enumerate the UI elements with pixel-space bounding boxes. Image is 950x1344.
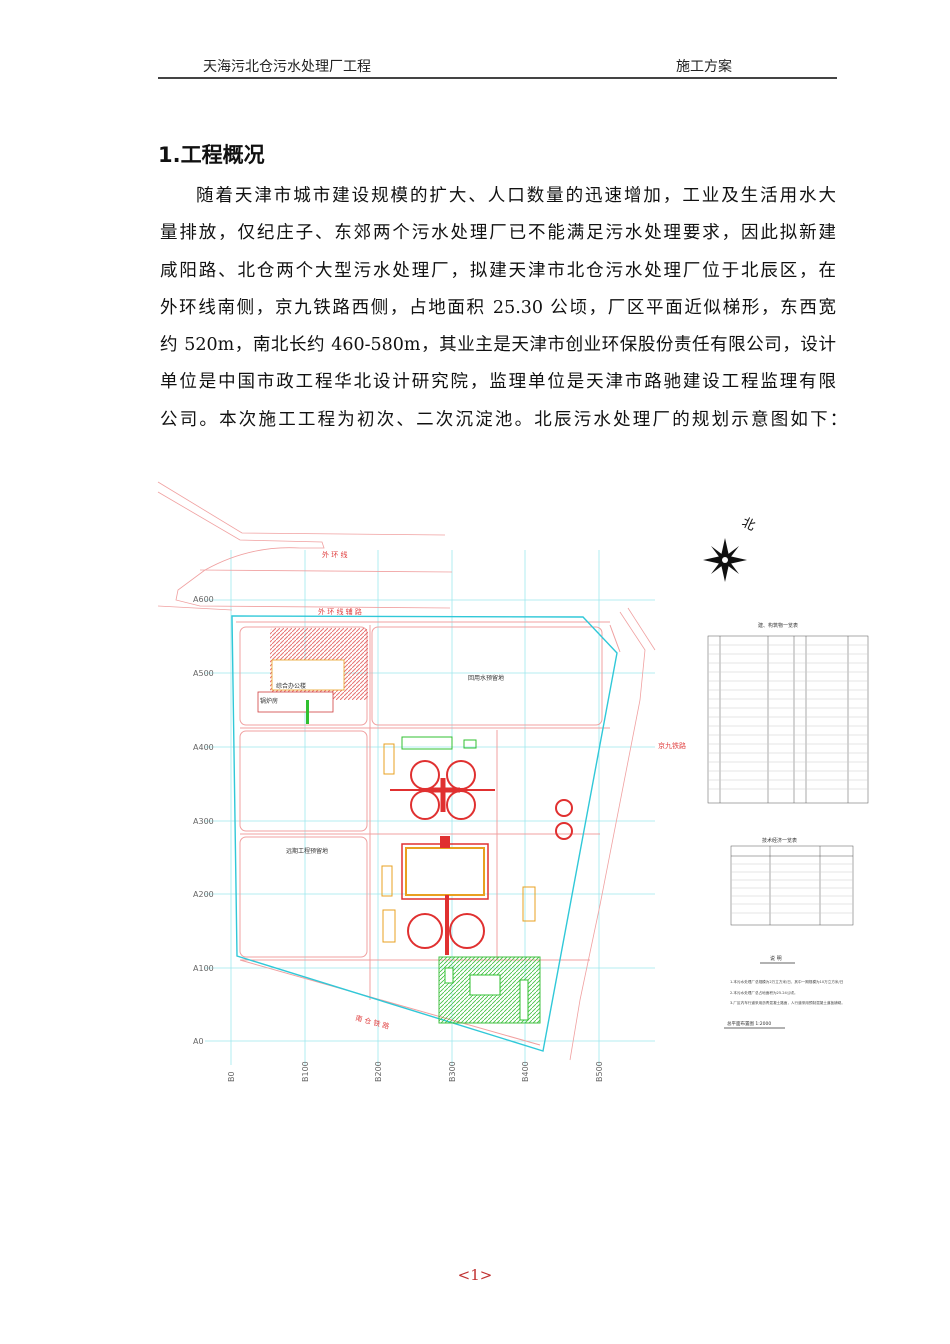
- grid-col-label: B400: [521, 1061, 530, 1082]
- tech-table-title: 技术经济一览表: [762, 837, 797, 844]
- header-rule: [158, 77, 837, 79]
- grid-row-label: A0: [193, 1037, 204, 1046]
- paragraph-line: 随着天津市城市建设规模的扩大、人口数量的迅速增加，工业及生活用水大: [196, 186, 836, 206]
- north-label: 北: [739, 515, 757, 534]
- note-line: 2.本污水处理厂总占地面积为25.24公顷。: [730, 990, 798, 995]
- site-plan-drawing: A600 A500 A400 A300 A200 A100 A0 B0 B100…: [157, 481, 869, 1082]
- label-office: 综合办公楼: [276, 682, 306, 690]
- section-title: 1.工程概况: [158, 143, 265, 167]
- site-boundary: [231, 615, 618, 1052]
- grid-col-label: B0: [227, 1071, 236, 1082]
- grid-col-label: B500: [595, 1061, 604, 1082]
- grid-row-label: A100: [193, 964, 214, 973]
- grid-row-label: A400: [193, 743, 214, 752]
- drawing-title: 总平面布置图 1:2000: [727, 1020, 771, 1027]
- grid-col-label: B100: [301, 1061, 310, 1082]
- notes-title: 说 明: [770, 955, 782, 962]
- paragraph-line: 咸阳路、北仓两个大型污水处理厂，拟建天津市北仓污水处理厂位于北辰区，在: [160, 260, 836, 281]
- tech-table: [730, 845, 854, 926]
- label-reclaimed-water: 回用水预留地: [468, 674, 504, 682]
- grid-row-label: A300: [193, 817, 214, 826]
- page-number: <1>: [457, 1266, 493, 1284]
- label-outer-ring-side: 外 环 线 辅 路: [318, 607, 362, 616]
- grid-col-label: B200: [374, 1061, 383, 1082]
- building-table: [707, 635, 869, 804]
- north-arrow-icon: [703, 538, 747, 582]
- note-line: 1.本污水处理厂总规模为2万立方米/日，其中一期规模为10万立方米/日: [730, 979, 843, 984]
- paragraph-line: 约 520m，南北长约 460-580m，其业主是天津市创业环保股份责任有限公司…: [160, 335, 836, 356]
- grid-row-label: A200: [193, 890, 214, 899]
- paragraph-line: 外环线南侧，京九铁路西侧，占地面积 25.30 公顷，厂区平面近似梯形，东西宽: [160, 297, 836, 318]
- grid-row-label: A600: [193, 595, 214, 604]
- label-railway: 京九铁路: [658, 741, 686, 750]
- paragraph-line: 公司。本次施工工程为初次、二次沉淀池。北辰污水处理厂的规划示意图如下：: [160, 409, 850, 430]
- paragraph-line: 量排放，仅纪庄子、东郊两个污水处理厂已不能满足污水处理要求，因此拟新建: [160, 223, 836, 244]
- label-future-reserve: 远期工程预留地: [286, 847, 328, 855]
- body-paragraph: 随着天津市城市建设规模的扩大、人口数量的迅速增加，工业及生活用水大 量排放，仅纪…: [160, 182, 850, 443]
- building-table-title: 建、构筑物一览表: [758, 622, 798, 629]
- label-south-road: 南 仓 铁 路: [354, 1013, 390, 1031]
- paragraph-line: 单位是中国市政工程华北设计研究院，监理单位是天津市路驰建设工程监理有限: [160, 372, 836, 393]
- note-line: 3.厂区内车行道采用沥青混凝土路面，人行道采用预制混凝土道板铺砌。: [730, 1000, 845, 1005]
- header-right: 施工方案: [676, 59, 732, 75]
- label-outer-ring: 外 环 线: [322, 550, 347, 559]
- label-boiler: 锅炉房: [260, 697, 278, 705]
- grid-col-label: B300: [448, 1061, 457, 1082]
- header-left: 天海污北仓污水处理厂工程: [203, 59, 371, 75]
- grid-row-label: A500: [193, 669, 214, 678]
